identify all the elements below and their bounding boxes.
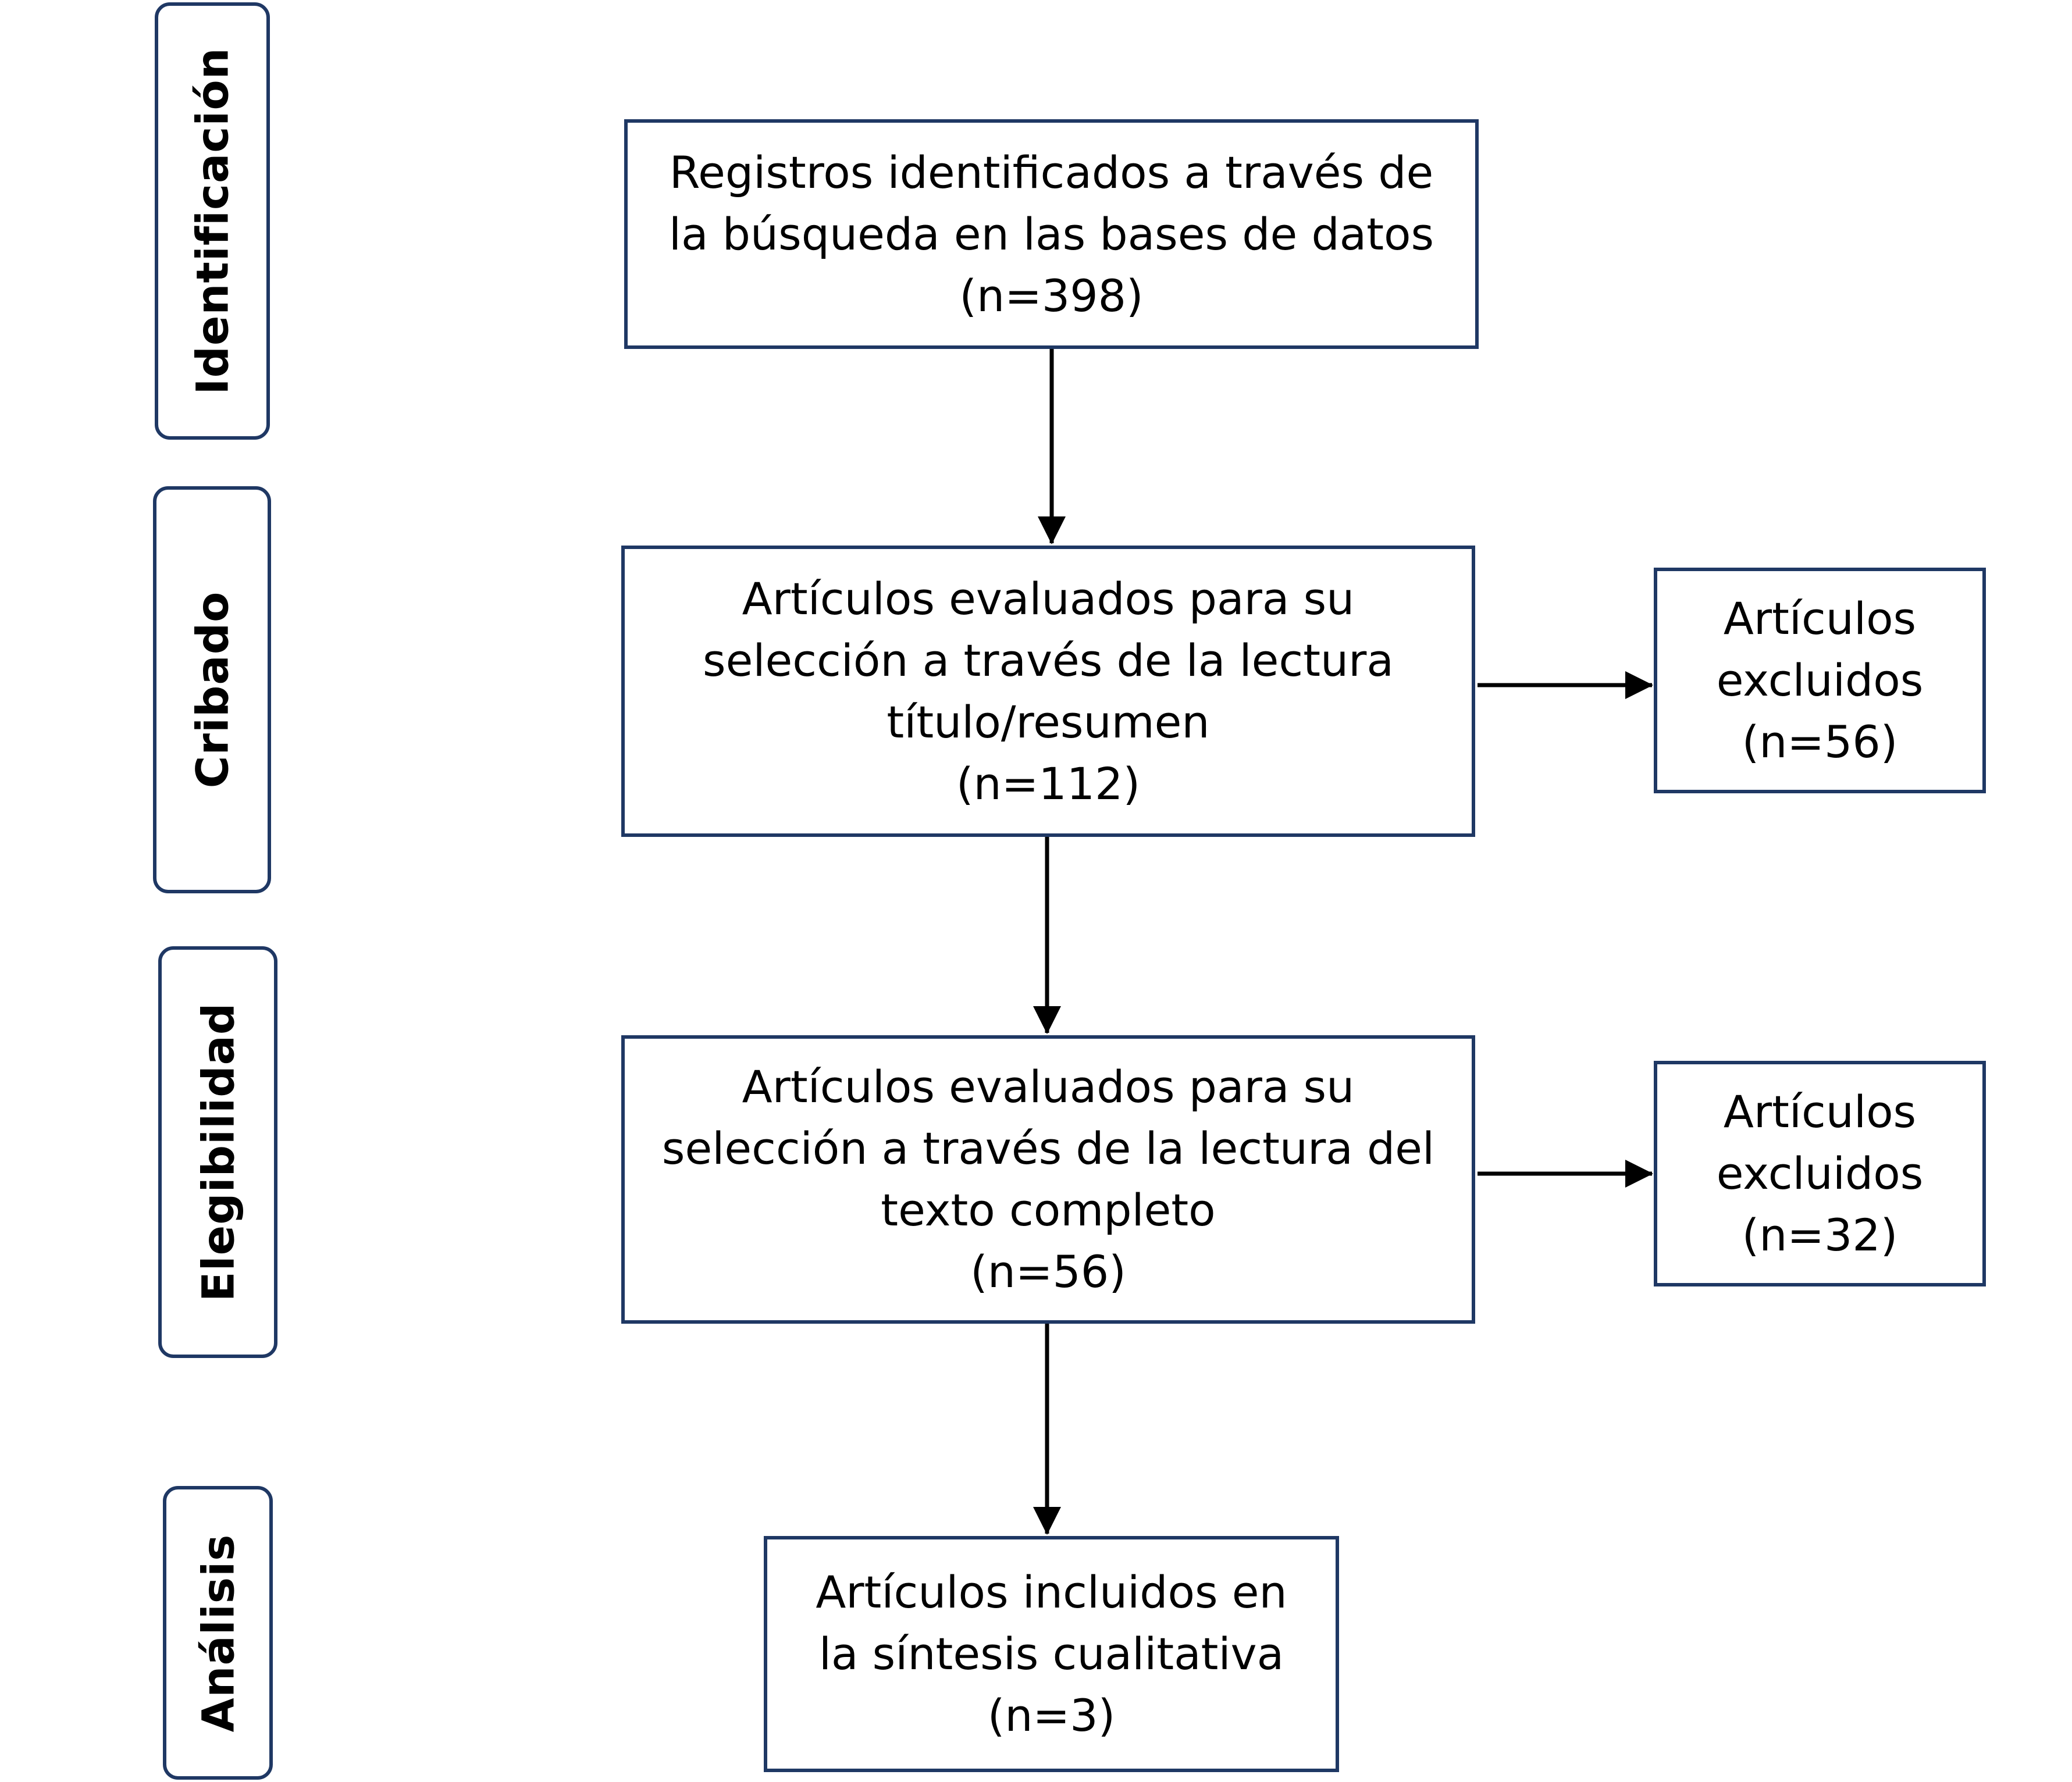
box-incluidos-text: Artículos incluidos en la síntesis cuali…: [816, 1566, 1287, 1741]
box-texto-completo-text: Artículos evaluados para su selección a …: [661, 1061, 1435, 1298]
box-evaluados-texto-completo: Artículos evaluados para su selección a …: [621, 1035, 1475, 1324]
box-excluidos-2-text: Artículos excluidos (n=32): [1716, 1086, 1924, 1261]
stage-cribado: Cribado: [153, 486, 271, 893]
stage-identificacion: Identificación: [155, 2, 270, 440]
stage-analisis: Análisis: [163, 1486, 273, 1780]
box-evaluados-titulo-resumen: Artículos evaluados para su selección a …: [621, 546, 1475, 837]
box-registros-identificados: Registros identificados a través de la b…: [624, 119, 1479, 349]
box-titulo-resumen-text: Artículos evaluados para su selección a …: [702, 572, 1394, 810]
stage-elegibilidad: Elegibilidad: [158, 946, 277, 1358]
box-registros-text: Registros identificados a través de la b…: [668, 146, 1434, 322]
box-excluidos-elegibilidad: Artículos excluidos (n=32): [1654, 1061, 1986, 1286]
box-excluidos-cribado: Artículos excluidos (n=56): [1654, 568, 1986, 793]
box-excluidos-1-text: Artículos excluidos (n=56): [1716, 593, 1924, 768]
box-articulos-incluidos: Artículos incluidos en la síntesis cuali…: [764, 1536, 1339, 1772]
